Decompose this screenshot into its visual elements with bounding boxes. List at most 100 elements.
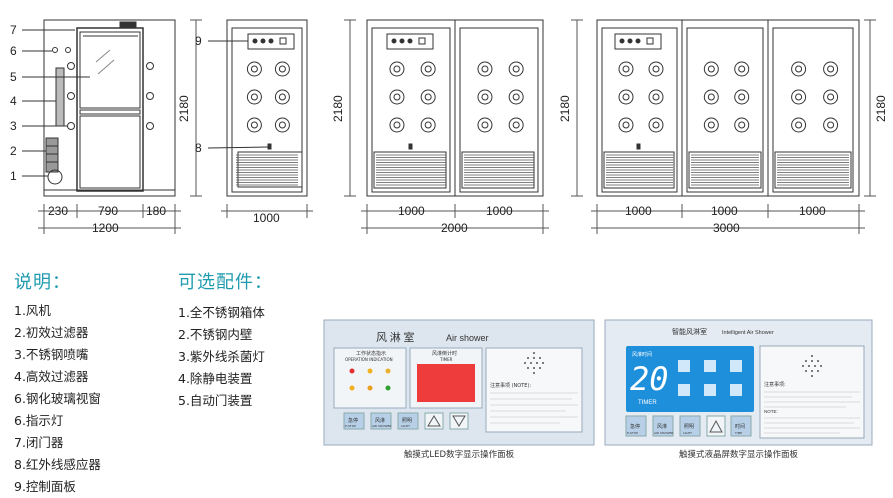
lcd-airshower-label: 风淋 bbox=[657, 423, 667, 430]
nozzle bbox=[477, 89, 493, 105]
legend-item: 4.高效过滤器 bbox=[14, 369, 89, 384]
nozzle-core bbox=[622, 93, 630, 101]
nozzle bbox=[420, 89, 436, 105]
nozzle bbox=[703, 117, 719, 133]
panel-led: 风 淋 室 Air shower 工作状态指示 OPERATION INDICA… bbox=[323, 319, 595, 446]
lcd-screen-title: 风淋时间 bbox=[632, 351, 652, 358]
led-status-title-en: OPERATION INDICATION bbox=[345, 357, 393, 362]
options-item: 3.紫外线杀菌灯 bbox=[178, 349, 265, 364]
legend-item: 1.风机 bbox=[14, 303, 51, 318]
led-estop-label-en: E-STOP bbox=[345, 424, 356, 428]
led-button-down[interactable] bbox=[449, 412, 469, 430]
nozzle bbox=[389, 61, 405, 77]
nozzle bbox=[274, 61, 290, 77]
dim-1000-e: 1000 bbox=[799, 204, 826, 218]
options-item: 2.不锈钢内壁 bbox=[178, 327, 253, 342]
nozzle bbox=[246, 89, 262, 105]
led-speaker-grille bbox=[524, 352, 544, 374]
lcd-button-up[interactable] bbox=[706, 415, 726, 437]
nozzle bbox=[508, 61, 524, 77]
led-brand: 风 淋 室 bbox=[376, 330, 415, 344]
nozzle-core bbox=[278, 65, 286, 73]
legend-item: 9.控制面板 bbox=[14, 479, 76, 494]
height-dimensions bbox=[190, 19, 876, 197]
nozzle-core bbox=[827, 121, 835, 129]
lcd-estop-label: 急停 bbox=[630, 423, 640, 430]
led-button-light[interactable]: 照明 LIGHT bbox=[397, 412, 419, 430]
led-timer-display bbox=[417, 364, 475, 402]
nozzle-core bbox=[622, 121, 630, 129]
led-button-estop[interactable]: 急停 E-STOP bbox=[343, 412, 365, 430]
dim-1000-c: 1000 bbox=[625, 204, 652, 218]
led-button-air-shower[interactable]: 风淋 AIR SHOWER bbox=[370, 412, 392, 430]
led-status-title: 工作状态指示 bbox=[356, 350, 386, 357]
lcd-button-time[interactable]: 时间 TIME bbox=[730, 415, 752, 437]
nozzle-core bbox=[738, 93, 746, 101]
callout-4: 4 bbox=[10, 94, 17, 108]
nozzle-core bbox=[622, 65, 630, 73]
lcd-speaker-grille bbox=[802, 355, 822, 377]
nozzle bbox=[246, 61, 262, 77]
lcd-time-label-en: TIME bbox=[734, 431, 742, 435]
lcd-time-label: 时间 bbox=[735, 423, 745, 430]
dim-2000: 2000 bbox=[441, 221, 468, 235]
front-elevation bbox=[22, 19, 176, 197]
options-item: 1.全不锈钢箱体 bbox=[178, 305, 265, 320]
led-light-label-en: LIGHT bbox=[401, 424, 410, 428]
led-notes-title: 注意事项 (NOTE): bbox=[490, 382, 531, 389]
led-timer-title-en: TIMER bbox=[439, 357, 453, 362]
legend-item: 6.钢化玻璃视窗 bbox=[14, 391, 101, 406]
nozzle-core bbox=[481, 121, 489, 129]
lcd-button-estop[interactable]: 急停 E-STOP bbox=[625, 415, 647, 437]
dim-180: 180 bbox=[146, 204, 166, 218]
callout-7: 7 bbox=[10, 23, 17, 37]
nozzle bbox=[823, 89, 839, 105]
nozzle-core bbox=[424, 65, 432, 73]
nozzle-core bbox=[707, 65, 715, 73]
legend-item: 7.闭门器 bbox=[14, 435, 64, 450]
nozzle-core bbox=[652, 65, 660, 73]
nozzle bbox=[477, 117, 493, 133]
nozzle-core bbox=[424, 93, 432, 101]
options-item: 5.自动门装置 bbox=[178, 393, 253, 408]
nozzle-core bbox=[738, 121, 746, 129]
dim-height-2door: 2180 bbox=[558, 95, 572, 122]
options-title: 可选配件： bbox=[178, 272, 273, 293]
lcd-light-label: 照明 bbox=[684, 424, 694, 430]
nozzle bbox=[648, 89, 664, 105]
dim-1000-a: 1000 bbox=[398, 204, 425, 218]
panel-lcd: 智能风淋室 Intelligent Air Shower 风淋时间 20 TIM… bbox=[604, 319, 873, 446]
led-brand-en: Air shower bbox=[446, 333, 489, 343]
callout-3: 3 bbox=[10, 119, 17, 133]
nozzle bbox=[791, 117, 807, 133]
led-airshower-label: 风淋 bbox=[375, 417, 385, 424]
nozzle-core bbox=[795, 121, 803, 129]
nozzle bbox=[703, 61, 719, 77]
width-dimensions bbox=[38, 204, 865, 234]
nozzle-core bbox=[481, 65, 489, 73]
elevation-1-door bbox=[207, 19, 308, 197]
callout-5: 5 bbox=[10, 70, 17, 84]
elevation-3-door bbox=[596, 19, 860, 197]
led-notes-lines bbox=[490, 392, 578, 424]
nozzle bbox=[734, 117, 750, 133]
led-button-up[interactable] bbox=[424, 412, 444, 430]
lcd-screen-icons bbox=[678, 360, 742, 396]
lcd-button-light[interactable]: 照明 LIGHT bbox=[679, 415, 701, 437]
lcd-panel-caption: 触摸式液晶屏数字显示操作面板 bbox=[678, 450, 798, 460]
nozzle-core bbox=[795, 93, 803, 101]
lcd-screen bbox=[626, 346, 754, 412]
nozzle-core bbox=[424, 121, 432, 129]
nozzle-core bbox=[393, 93, 401, 101]
nozzle-core bbox=[652, 121, 660, 129]
nozzle-core bbox=[512, 121, 520, 129]
lcd-airshower-label-en: AIR SHOWER bbox=[654, 431, 673, 435]
lcd-button-air-shower[interactable]: 风淋 AIR SHOWER bbox=[652, 415, 674, 437]
nozzle bbox=[734, 89, 750, 105]
nozzle-core bbox=[250, 65, 258, 73]
lcd-notes-en: NOTE: bbox=[764, 409, 778, 414]
lcd-notes-lines bbox=[764, 391, 860, 434]
nozzle-core bbox=[278, 93, 286, 101]
